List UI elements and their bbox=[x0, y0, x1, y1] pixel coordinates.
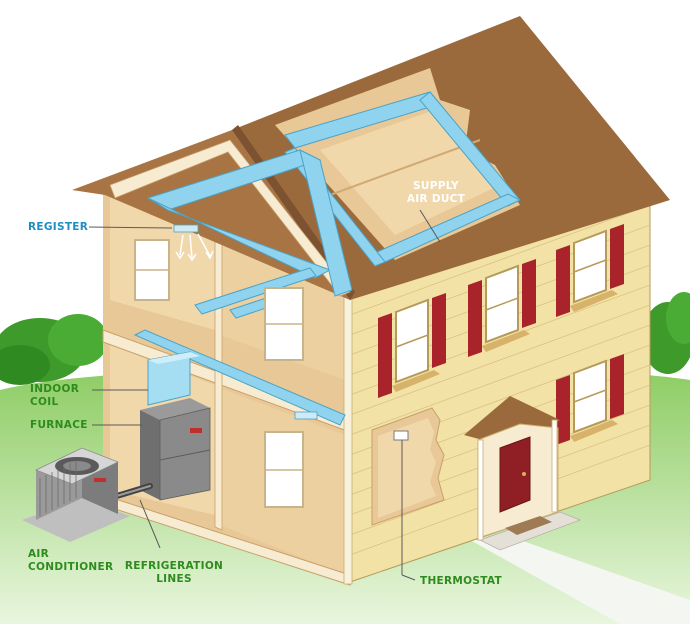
air-conditioner-label-line1: AIR bbox=[28, 548, 50, 560]
furnace-panel-seam bbox=[159, 449, 211, 461]
walkway bbox=[470, 540, 690, 624]
front-window-2 bbox=[468, 259, 536, 357]
supply-duct-trunk bbox=[146, 149, 353, 297]
interior-window-upper-left bbox=[134, 239, 170, 301]
tree-right bbox=[642, 292, 690, 374]
lower-register-vent bbox=[294, 411, 318, 420]
furnace-side bbox=[140, 410, 160, 500]
furnace-label: FURNACE bbox=[30, 419, 88, 431]
interior-window-lower-right bbox=[264, 431, 304, 508]
supply-air-duct-label-line1: SUPPLY bbox=[413, 180, 459, 192]
refrigeration-lines-label-line2: LINES bbox=[156, 573, 192, 585]
cutaway-interior bbox=[378, 418, 436, 518]
tree-left bbox=[0, 314, 108, 385]
indoor-coil-label-line1: INDOOR bbox=[30, 383, 80, 395]
interior-wall bbox=[214, 239, 223, 531]
front-window-4 bbox=[556, 354, 624, 445]
supply-air-duct-label-line2: AIR DUCT bbox=[406, 193, 466, 205]
leader-lines bbox=[88, 209, 441, 549]
indoor-coil-label: INDOOR COIL bbox=[30, 383, 79, 409]
attic-joist bbox=[329, 139, 481, 196]
front-window-1 bbox=[378, 293, 446, 398]
supply-air-duct-label: SUPPLY AIR DUCT bbox=[404, 180, 468, 206]
register-vent bbox=[173, 224, 199, 233]
furnace-top bbox=[140, 398, 210, 420]
gable-rafter bbox=[109, 139, 351, 297]
front-porch bbox=[464, 396, 582, 551]
air-conditioner-label-line2: CONDITIONER bbox=[28, 561, 114, 573]
refrigeration-lines-label: REFRIGERATION LINES bbox=[124, 560, 224, 586]
thermostat-device bbox=[393, 430, 409, 441]
air-conditioner-unit bbox=[22, 447, 130, 542]
furnace-badge bbox=[190, 428, 202, 433]
interior-window-upper-right bbox=[264, 287, 304, 361]
indoor-coil-label-line2: COIL bbox=[30, 396, 59, 408]
air-conditioner-label: AIR CONDITIONER bbox=[28, 548, 113, 574]
front-window-3 bbox=[556, 224, 624, 317]
furnace-front bbox=[159, 407, 211, 501]
indoor-coil-top bbox=[148, 352, 200, 364]
thermostat-label: THERMOSTAT bbox=[420, 575, 502, 587]
register-label: REGISTER bbox=[28, 221, 89, 233]
corner-trim bbox=[343, 291, 353, 585]
airflow-arrows bbox=[175, 233, 214, 262]
refrigeration-lines-label-line1: REFRIGERATION bbox=[124, 560, 224, 572]
